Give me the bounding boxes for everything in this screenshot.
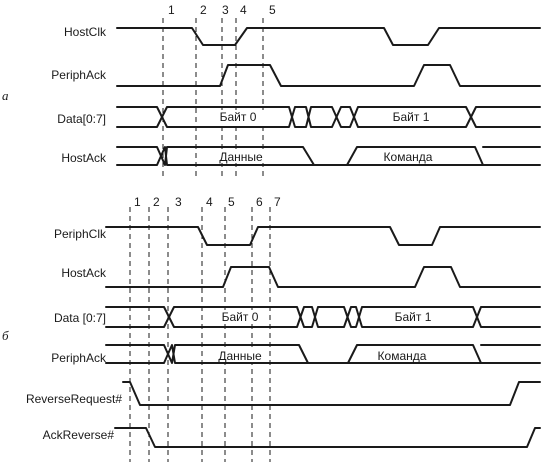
waveform-data-b-top xyxy=(105,306,541,328)
marker-label-a-1: 1 xyxy=(168,3,175,17)
data-segment-byte0-b: Байт 0 xyxy=(222,310,259,324)
marker-label-b-4: 4 xyxy=(206,195,213,209)
signal-label-ackreverse-b: AckReverse# xyxy=(43,428,115,442)
marker-label-b-2: 2 xyxy=(153,195,160,209)
panel-a: 1 2 3 4 5 а HostClk PeriphAck Data[0:7] … xyxy=(2,3,541,178)
label-bg-hostack-a-1 xyxy=(376,150,440,163)
signal-label-hostclk-a: HostClk xyxy=(64,25,107,39)
marker-label-b-5: 5 xyxy=(228,195,235,209)
marker-label-b-1: 1 xyxy=(134,195,141,209)
marker-label-b-6: 6 xyxy=(256,195,263,209)
panel-letter-a: а xyxy=(2,88,9,103)
waveform-hostack-a-bottom xyxy=(116,146,541,166)
marker-label-a-5: 5 xyxy=(269,3,276,17)
hostack-segment-command-a: Команда xyxy=(384,150,433,164)
marker-label-a-2: 2 xyxy=(200,3,207,17)
marker-label-b-7: 7 xyxy=(274,195,281,209)
label-bg-data-a-0 xyxy=(209,110,267,124)
marker-label-a-3: 3 xyxy=(222,3,229,17)
waveform-data-a-top xyxy=(116,106,541,128)
waveform-reverserequest-b xyxy=(122,381,541,406)
marker-label-b-3: 3 xyxy=(175,195,182,209)
signal-label-data-b: Data [0:7] xyxy=(54,311,106,325)
signal-label-periphack-a: PeriphAck xyxy=(51,68,107,82)
periphack-segment-data-b: Данные xyxy=(218,349,262,363)
data-segment-byte1-a: Байт 1 xyxy=(393,110,430,124)
waveform-data-a-bottom xyxy=(116,106,541,128)
label-bg-data-a-1 xyxy=(382,110,440,124)
waveform-hostack-b xyxy=(105,266,541,288)
signal-label-periphclk-b: PeriphClk xyxy=(54,227,107,241)
data-segment-byte0-a: Байт 0 xyxy=(220,110,257,124)
waveform-periphack-b-bottom xyxy=(105,344,541,364)
signal-label-data-a: Data[0:7] xyxy=(57,112,106,126)
waveform-hostclk-a xyxy=(116,27,541,46)
signal-label-hostack-b: HostAck xyxy=(61,266,107,280)
label-bg-periphack-b-0 xyxy=(214,349,266,362)
label-bg-data-b-1 xyxy=(384,310,442,324)
signal-label-hostack-a: HostAck xyxy=(61,151,107,165)
waveform-ackreverse-b xyxy=(114,427,541,448)
label-bg-periphack-b-1 xyxy=(370,349,434,362)
label-bg-data-b-0 xyxy=(211,310,269,324)
panel-letter-b: б xyxy=(2,328,9,343)
marker-label-a-4: 4 xyxy=(240,3,247,17)
waveform-data-b-bottom xyxy=(105,306,541,328)
periphack-segment-command-b: Команда xyxy=(378,349,427,363)
signal-label-periphack-b: PeriphAck xyxy=(51,351,107,365)
signal-label-reverserequest-b: ReverseRequest# xyxy=(26,392,122,406)
waveform-periphclk-b xyxy=(105,226,541,246)
data-segment-byte1-b: Байт 1 xyxy=(395,310,432,324)
hostack-segment-data-a: Данные xyxy=(219,150,263,164)
panel-b: 1 2 3 4 5 6 7 б PeriphClk HostAck Data [… xyxy=(2,195,541,462)
waveform-periphack-a xyxy=(116,64,541,87)
label-bg-hostack-a-0 xyxy=(215,150,267,163)
